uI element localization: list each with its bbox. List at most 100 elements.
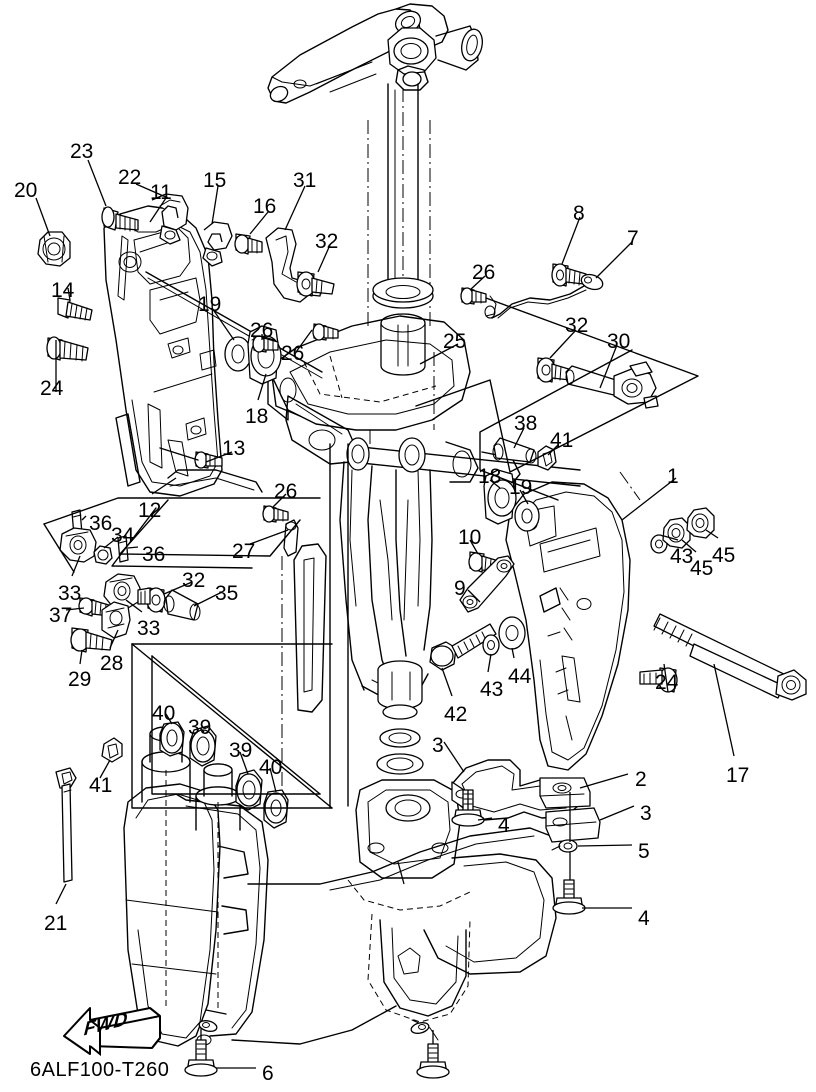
part-callout-18: 18 [478,465,502,488]
steering-arm-assembly [267,3,483,104]
part-callout-13: 13 [222,437,246,460]
part-callout-26: 26 [281,342,305,365]
bolt-13 [159,447,223,469]
bolt-32a [296,271,335,297]
part-callout-1: 1 [667,465,679,488]
part-callout-9: 9 [454,577,466,600]
long-bolt-17 [653,613,807,701]
part-callout-11: 11 [150,181,172,204]
bolt-6 [184,1039,218,1077]
part-callout-21: 21 [44,912,68,935]
swivel-tube [367,83,434,376]
leader-lines [35,159,735,1069]
collar-40a [159,721,185,757]
part-callout-7: 7 [627,227,639,250]
grommet-5 [551,839,578,853]
fasteners [37,193,807,1079]
pin-38 [492,437,537,464]
part-callout-28: 28 [100,652,124,675]
part-callout-24: 24 [40,377,64,400]
washer-19a [224,336,252,372]
part-callout-4: 4 [498,814,510,837]
part-callout-39: 39 [188,716,212,739]
part-callout-15: 15 [203,169,227,192]
grouping-outlines [43,297,699,809]
collar-40b [263,789,289,829]
clip-41b [101,737,123,763]
lower-mount-housing [231,660,573,1045]
part-callout-41: 41 [550,429,574,452]
plate-28 [101,601,131,639]
part-callout-36: 36 [142,543,166,566]
part-callout-29: 29 [68,668,92,691]
part-callout-26: 26 [250,319,274,342]
part-callout-33: 33 [137,617,161,640]
grommet-7-cable [491,273,604,319]
part-callout-40: 40 [152,702,176,725]
part-callout-8: 8 [573,202,585,225]
part-callout-6: 6 [262,1062,274,1085]
part-callout-4: 4 [638,907,650,930]
part-callout-20: 20 [14,179,38,202]
bolt-16 [234,233,263,255]
washer-44 [498,616,526,650]
part-callout-26: 26 [274,480,298,503]
part-callout-3: 3 [432,734,444,757]
part-callout-14: 14 [51,279,75,302]
clamp-22 [151,193,189,245]
part-callout-12: 12 [138,499,162,522]
swivel-bracket-center [267,315,581,713]
part-callout-27: 27 [232,540,256,563]
bolt-8 [551,263,587,287]
part-callout-10: 10 [458,526,482,549]
diagram-code: 6ALF100-T260 [30,1059,170,1081]
part-callout-2: 2 [635,768,647,791]
bolt-26d [262,505,289,523]
part-callout-40: 40 [259,756,283,779]
bolt-29 [70,627,113,653]
part-callout-35: 35 [215,582,239,605]
clamp-33a [59,527,97,563]
bolt-26b [312,323,339,341]
washer-19b [514,500,540,532]
part-callout-43: 43 [480,678,504,701]
nut-45b [686,507,715,539]
bolt-4b [552,879,586,915]
part-callout-37: 37 [49,604,73,627]
part-callout-32: 32 [315,230,339,253]
bushing-18b [483,469,517,525]
bolt-14 [57,297,93,321]
part-callout-22: 22 [118,166,142,189]
part-callout-24: 24 [655,671,679,694]
bolt-lower-right [416,1043,450,1079]
part-callout-30: 30 [607,330,631,353]
bushing-39b [235,769,263,811]
part-callout-36: 36 [89,512,113,535]
bushing-39a [189,725,217,767]
part-callout-43: 43 [670,545,694,568]
clamp-bracket-starboard [505,481,631,771]
bolt-26c [460,287,497,319]
part-callout-5: 5 [638,840,650,863]
part-callout-39: 39 [229,739,253,762]
part-callout-25: 25 [443,330,467,353]
nut-20 [37,231,71,267]
grommet-lower-b [410,1022,430,1034]
shaft-arm-30 [565,361,659,409]
bolt-42 [429,623,497,671]
part-callout-42: 42 [444,703,468,726]
clamp-33b [103,573,141,609]
part-callout-32: 32 [182,569,206,592]
bolt-23 [101,206,139,232]
part-callout-17: 17 [726,764,750,787]
grommet-lower-a [198,1020,218,1032]
part-callout-19: 19 [198,293,222,316]
fwd-orientation-marker: FWD [56,996,176,1058]
part-callout-3: 3 [640,802,652,825]
nut-34 [93,545,113,565]
bolt-26a [252,335,279,353]
part-callout-26: 26 [472,261,496,284]
fwd-arrow-icon [63,1007,161,1057]
part-callout-23: 23 [70,140,94,163]
